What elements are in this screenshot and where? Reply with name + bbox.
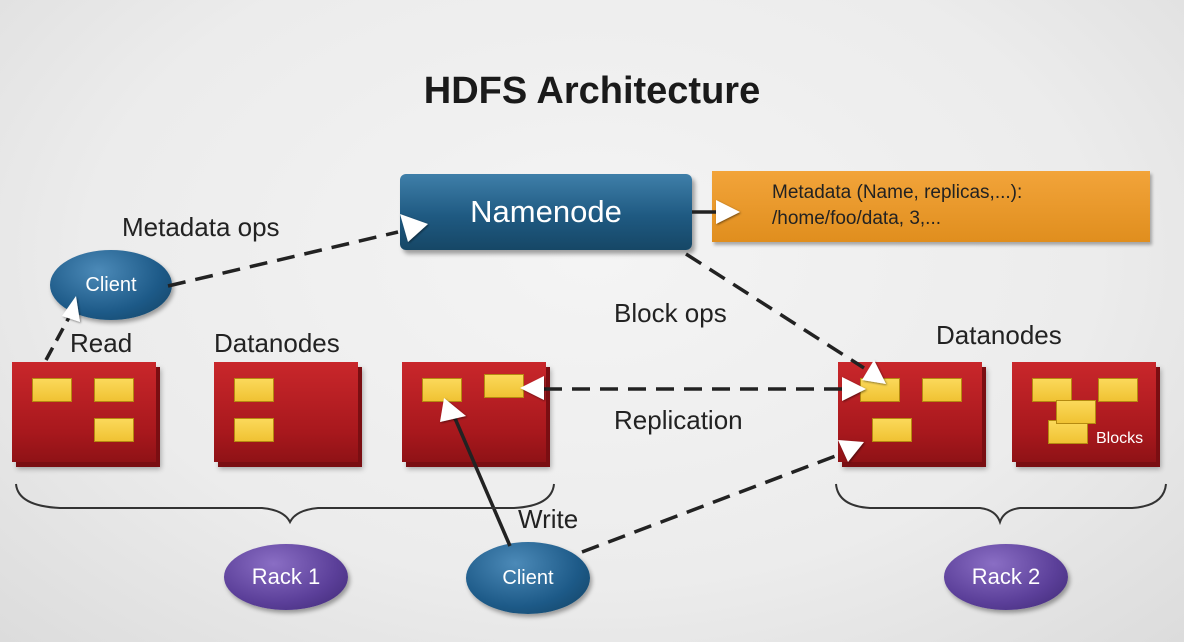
namenode-box: Namenode bbox=[400, 174, 692, 250]
block bbox=[32, 378, 72, 402]
metadata-line-1: Metadata (Name, replicas,...): bbox=[772, 182, 1023, 203]
datanode-4 bbox=[838, 362, 982, 462]
rack-1: Rack 1 bbox=[224, 544, 348, 610]
rack-1-label: Rack 1 bbox=[251, 564, 321, 589]
block bbox=[860, 378, 900, 402]
datanodes-left-label: Datanodes bbox=[214, 328, 340, 358]
metadata-box: Metadata (Name, replicas,...): /home/foo… bbox=[712, 171, 1150, 242]
block-ops-connector bbox=[685, 252, 865, 370]
rack-2-label: Rack 2 bbox=[971, 564, 1041, 589]
arrowhead-icon bbox=[400, 214, 428, 242]
datanodes-right-label: Datanodes bbox=[936, 320, 1062, 350]
block bbox=[922, 378, 962, 402]
arrowhead-icon bbox=[716, 200, 740, 224]
client-top-label: Client bbox=[85, 273, 137, 296]
pipeline-connector bbox=[581, 450, 847, 554]
datanode-5: Blocks bbox=[1012, 362, 1156, 462]
rack-1-brace bbox=[15, 483, 555, 525]
block bbox=[234, 378, 274, 402]
client-bottom-label: Client bbox=[502, 566, 554, 589]
arrowhead-icon bbox=[62, 296, 80, 322]
blocks-label: Blocks bbox=[1096, 430, 1144, 447]
write-connector bbox=[452, 415, 512, 547]
block-ops-label: Block ops bbox=[614, 298, 727, 328]
block bbox=[422, 378, 462, 402]
arrowhead-icon bbox=[520, 376, 544, 400]
block bbox=[1098, 378, 1138, 402]
datanode-3 bbox=[402, 362, 546, 462]
datanode-2 bbox=[214, 362, 358, 462]
block bbox=[872, 418, 912, 442]
datanode-1 bbox=[12, 362, 156, 462]
rack-2: Rack 2 bbox=[944, 544, 1068, 610]
block bbox=[94, 418, 134, 442]
block bbox=[1032, 378, 1072, 402]
block bbox=[1048, 420, 1088, 444]
arrowhead-icon bbox=[862, 360, 886, 384]
block bbox=[1056, 400, 1096, 424]
metadata-ops-connector bbox=[167, 230, 399, 288]
arrowhead-icon bbox=[440, 398, 466, 422]
metadata-line-2: /home/foo/data, 3,... bbox=[772, 208, 941, 229]
diagram-title: HDFS Architecture bbox=[423, 70, 761, 112]
block bbox=[484, 374, 524, 398]
replication-label: Replication bbox=[614, 405, 743, 435]
metadata-ops-label: Metadata ops bbox=[122, 212, 280, 242]
rack-2-brace bbox=[835, 483, 1167, 526]
arrowhead-icon bbox=[842, 377, 866, 401]
arrowhead-icon bbox=[838, 440, 864, 462]
block bbox=[94, 378, 134, 402]
namenode-label: Namenode bbox=[470, 194, 622, 229]
block bbox=[234, 418, 274, 442]
write-label: Write bbox=[518, 504, 579, 534]
client-bottom: Client bbox=[466, 542, 590, 614]
read-label: Read bbox=[70, 328, 133, 358]
